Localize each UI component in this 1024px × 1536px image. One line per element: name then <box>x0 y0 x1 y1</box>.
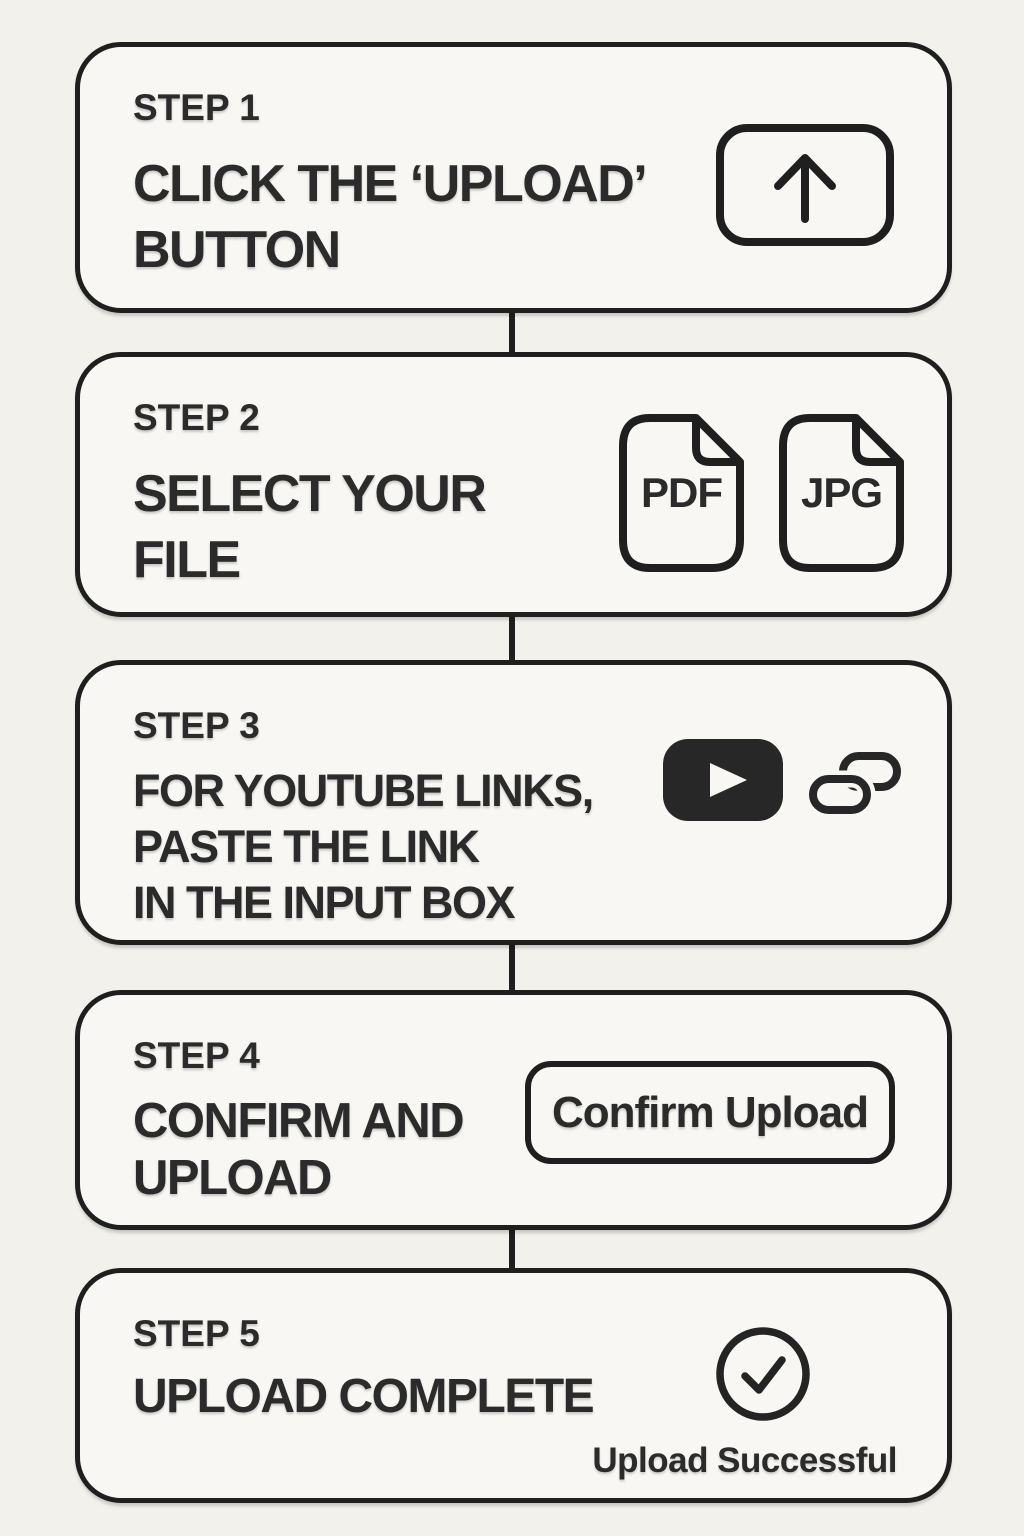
connector-step3-step4 <box>509 938 515 998</box>
upload-successful-text: Upload Successful <box>592 1441 897 1480</box>
step-1-title: CLICK THE ‘UPLOAD’ BUTTON <box>133 151 648 283</box>
step-1-label: STEP 1 <box>133 87 260 128</box>
step-5-title: UPLOAD COMPLETE <box>133 1367 595 1428</box>
link-icon <box>804 752 901 819</box>
upload-button-icon <box>715 123 895 247</box>
step-5-title-line-1: UPLOAD COMPLETE <box>133 1370 595 1423</box>
connector-step2-step3 <box>509 610 515 668</box>
step-3-title-line-1: FOR YOUTUBE LINKS, <box>133 765 594 816</box>
step-3-label: STEP 3 <box>133 705 260 746</box>
step-3-title-line-3: IN THE INPUT BOX <box>133 876 516 928</box>
step-5-label: STEP 5 <box>133 1313 260 1354</box>
step-3-card: STEP 3 FOR YOUTUBE LINKS, PASTE THE LINK… <box>75 660 952 945</box>
step-5-card: STEP 5 UPLOAD COMPLETE Upload Successful <box>75 1268 952 1503</box>
jpg-label: JPG <box>800 469 883 516</box>
step-2-title-line-2: FILE <box>133 531 241 590</box>
step-2-title: SELECT YOUR FILE <box>133 461 487 593</box>
step-2-title-line-1: SELECT YOUR <box>133 465 487 523</box>
youtube-and-link-icons <box>663 739 901 821</box>
check-circle-icon <box>715 1326 811 1422</box>
step-2-label: STEP 2 <box>133 397 260 438</box>
step-3-title: FOR YOUTUBE LINKS, PASTE THE LINK IN THE… <box>133 763 594 930</box>
connector-step4-step5 <box>509 1223 515 1276</box>
file-type-icons: PDF JPG <box>618 413 905 573</box>
confirm-upload-button: Confirm Upload <box>525 1061 895 1164</box>
step-4-title-line-2: UPLOAD <box>133 1151 332 1206</box>
connector-step1-step2 <box>509 305 515 360</box>
youtube-play-icon <box>663 739 783 821</box>
step-4-title-line-1: CONFIRM AND <box>133 1094 465 1148</box>
jpg-file-icon: JPG <box>778 413 905 573</box>
pdf-label: PDF <box>641 469 723 516</box>
step-2-card: STEP 2 SELECT YOUR FILE PDF JPG <box>75 352 952 617</box>
step-1-title-line-1: CLICK THE ‘UPLOAD’ <box>133 155 648 213</box>
step-4-title: CONFIRM AND UPLOAD <box>133 1093 465 1208</box>
step-1-card: STEP 1 CLICK THE ‘UPLOAD’ BUTTON <box>75 42 952 313</box>
step-4-card: STEP 4 CONFIRM AND UPLOAD Confirm Upload <box>75 990 952 1230</box>
step-4-label: STEP 4 <box>133 1035 260 1076</box>
step-3-title-line-2: PASTE THE LINK <box>133 820 480 872</box>
pdf-file-icon: PDF <box>618 413 745 573</box>
step-1-title-line-2: BUTTON <box>133 221 341 280</box>
